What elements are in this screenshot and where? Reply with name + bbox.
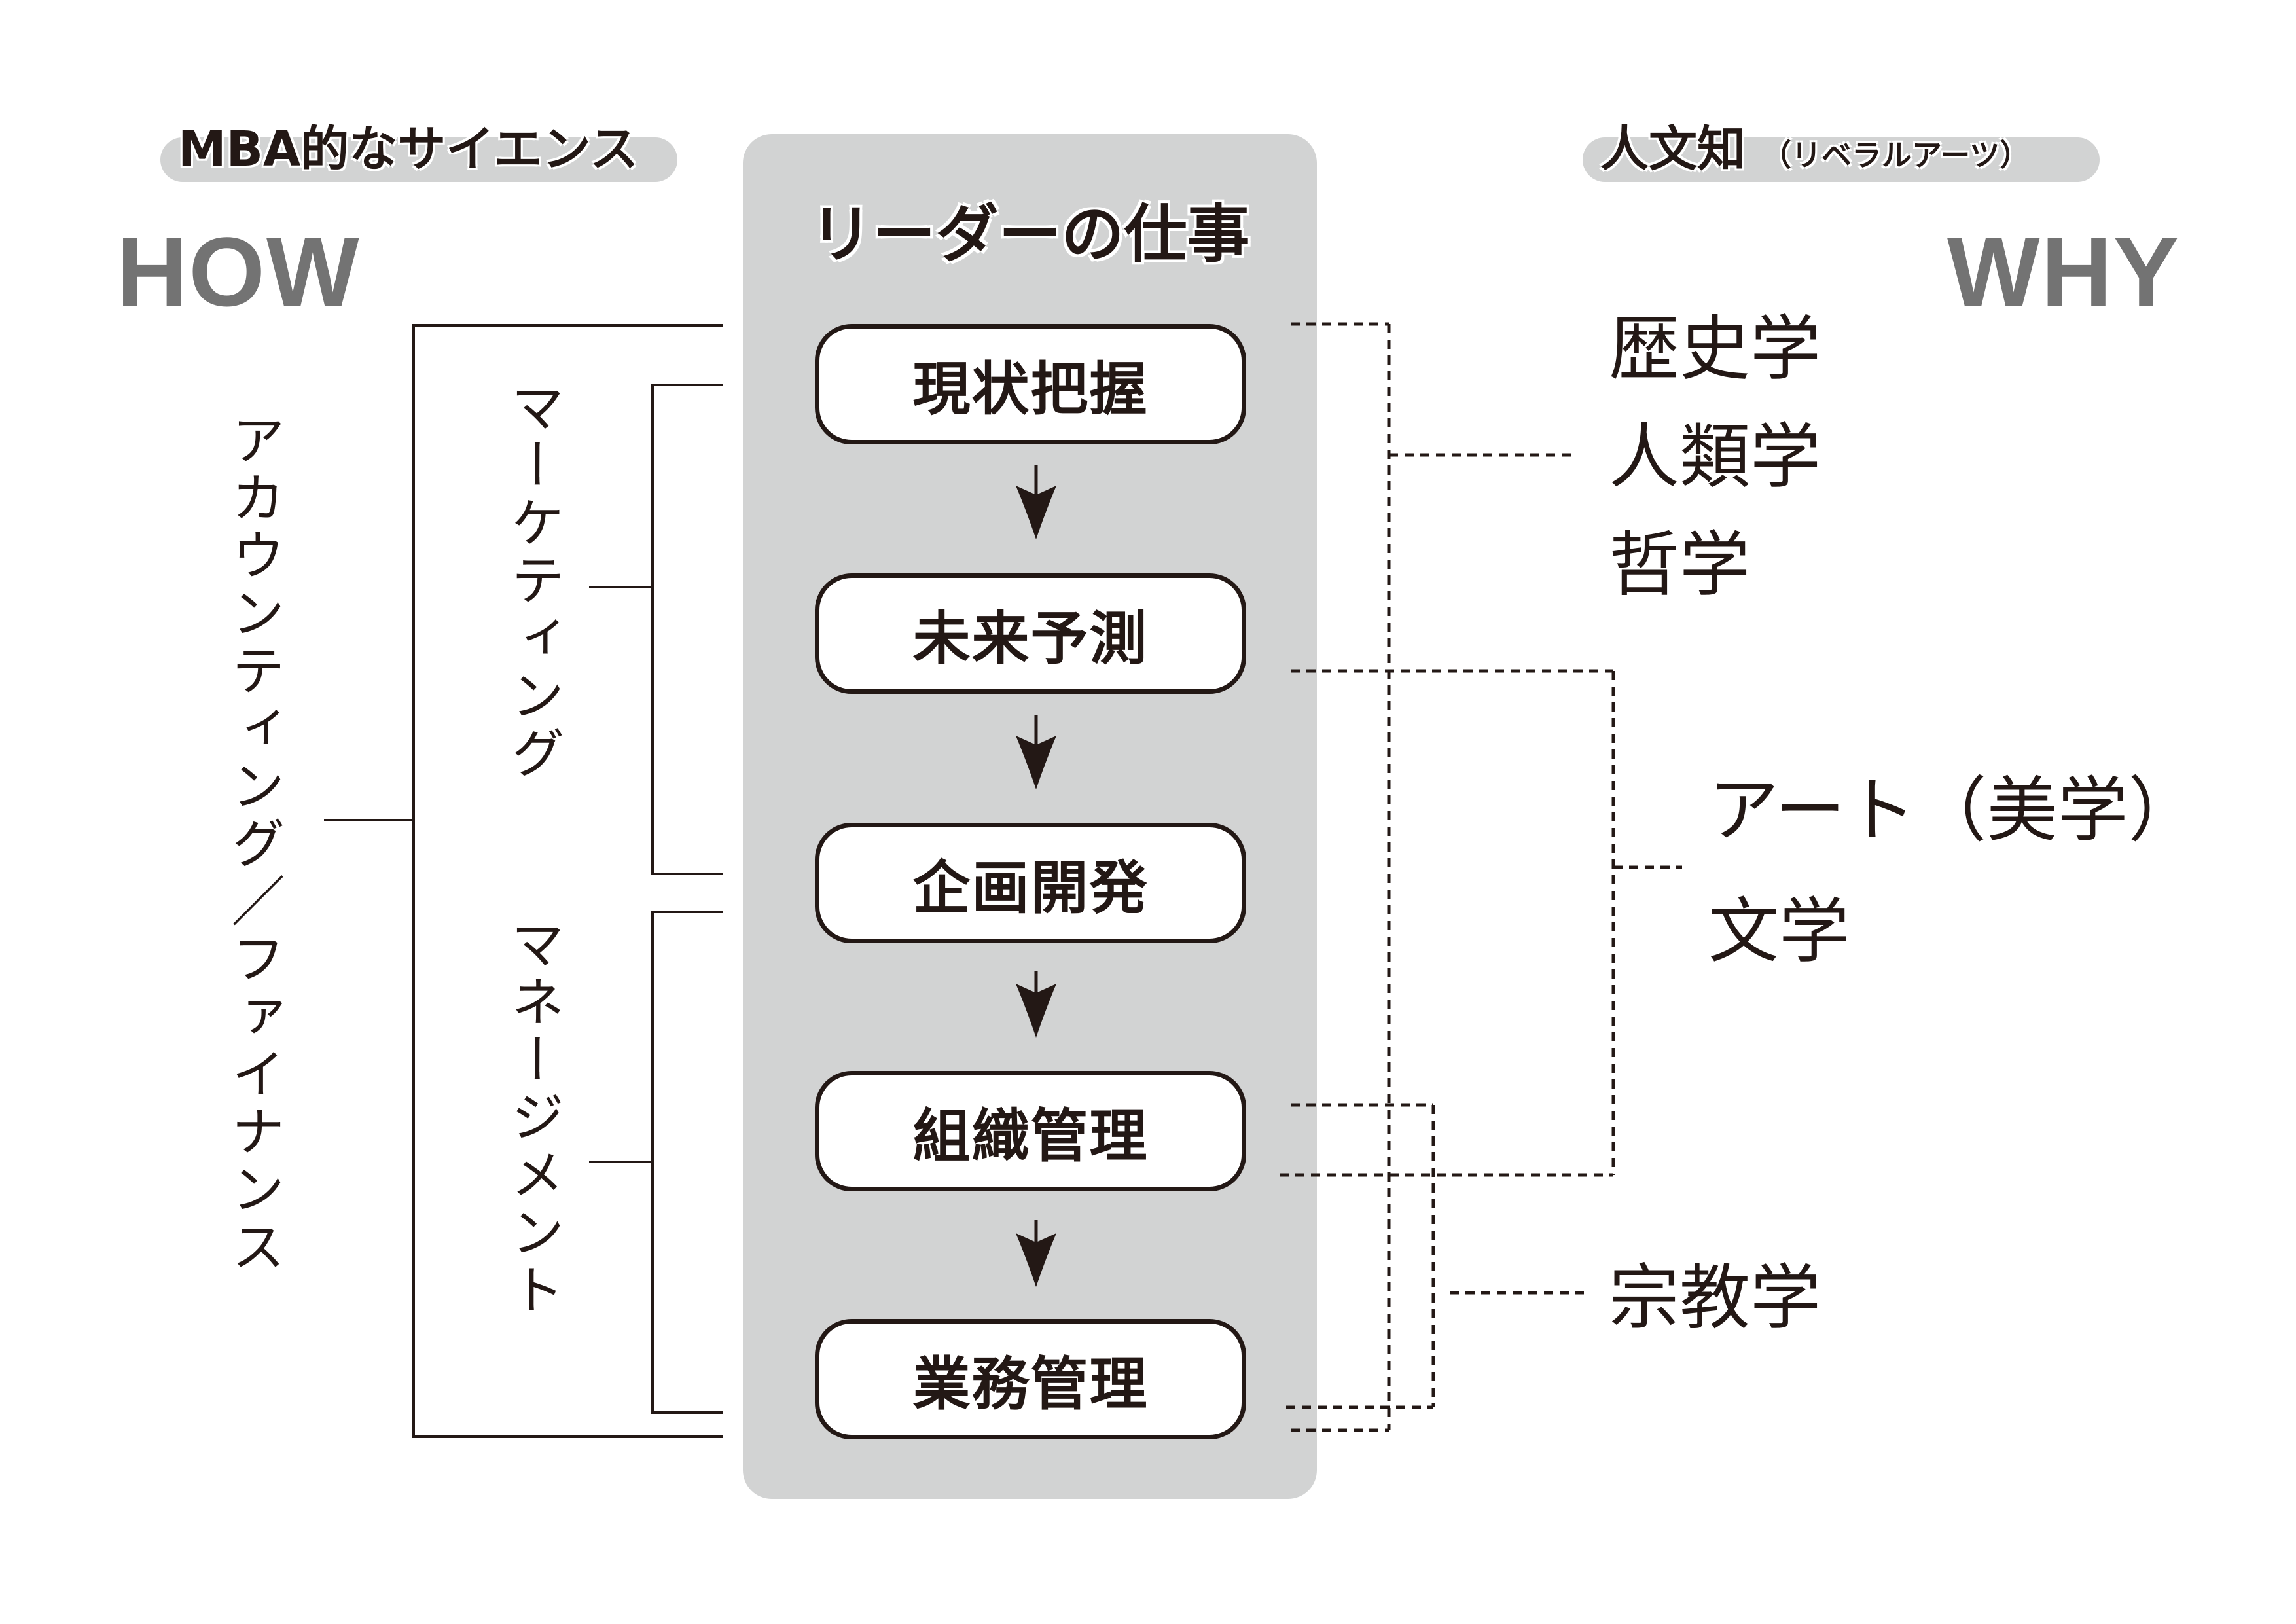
- why-keyword: WHY: [1947, 217, 2180, 327]
- step-forecast: 未来予測: [815, 573, 1246, 694]
- how-keyword: HOW: [117, 217, 361, 327]
- why-header-pill: [1583, 137, 2100, 182]
- why-header-main: 人文知: [1600, 121, 1746, 177]
- why-art-aesthetics: アート（美学）: [1708, 770, 2199, 852]
- leader-work-title: リーダーの仕事: [810, 198, 1250, 271]
- why-literature: 文学: [1708, 891, 1850, 973]
- bracket-accounting-finance: [412, 324, 723, 1438]
- arrow-down-icon: [1016, 1220, 1056, 1287]
- why-philosophy: 哲学: [1609, 524, 1751, 606]
- how-brackets: [324, 324, 723, 1438]
- step-operations-management: 業務管理: [815, 1319, 1246, 1439]
- how-header-pill: [160, 137, 677, 182]
- management-label: マネージメント: [501, 916, 564, 1320]
- arrow-down-icon: [1016, 715, 1056, 789]
- arrow-down-icon: [1016, 465, 1056, 539]
- why-brackets: [1280, 322, 1682, 1432]
- flow-arrows: [1016, 465, 1056, 1287]
- step-planning: 企画開発: [815, 823, 1246, 943]
- why-header-label: 人文知 （リベラルアーツ）: [1600, 110, 2030, 180]
- why-history: 歴史学: [1609, 308, 1821, 390]
- why-header-sub: （リベラルアーツ）: [1761, 137, 2030, 173]
- step-org-management: 組織管理: [815, 1071, 1246, 1191]
- bracket-management: [651, 911, 723, 1414]
- accounting-finance-label: アカウンティング／ファイナンス: [222, 412, 284, 1276]
- bracket-marketing: [651, 384, 723, 875]
- why-anthropology: 人類学: [1609, 416, 1821, 498]
- step-current-state: 現状把握: [815, 324, 1246, 444]
- arrow-down-icon: [1016, 971, 1056, 1038]
- why-religious-studies: 宗教学: [1609, 1257, 1821, 1339]
- how-header-label: MBA的なサイエンス: [178, 121, 639, 177]
- marketing-label: マーケティング: [501, 380, 564, 783]
